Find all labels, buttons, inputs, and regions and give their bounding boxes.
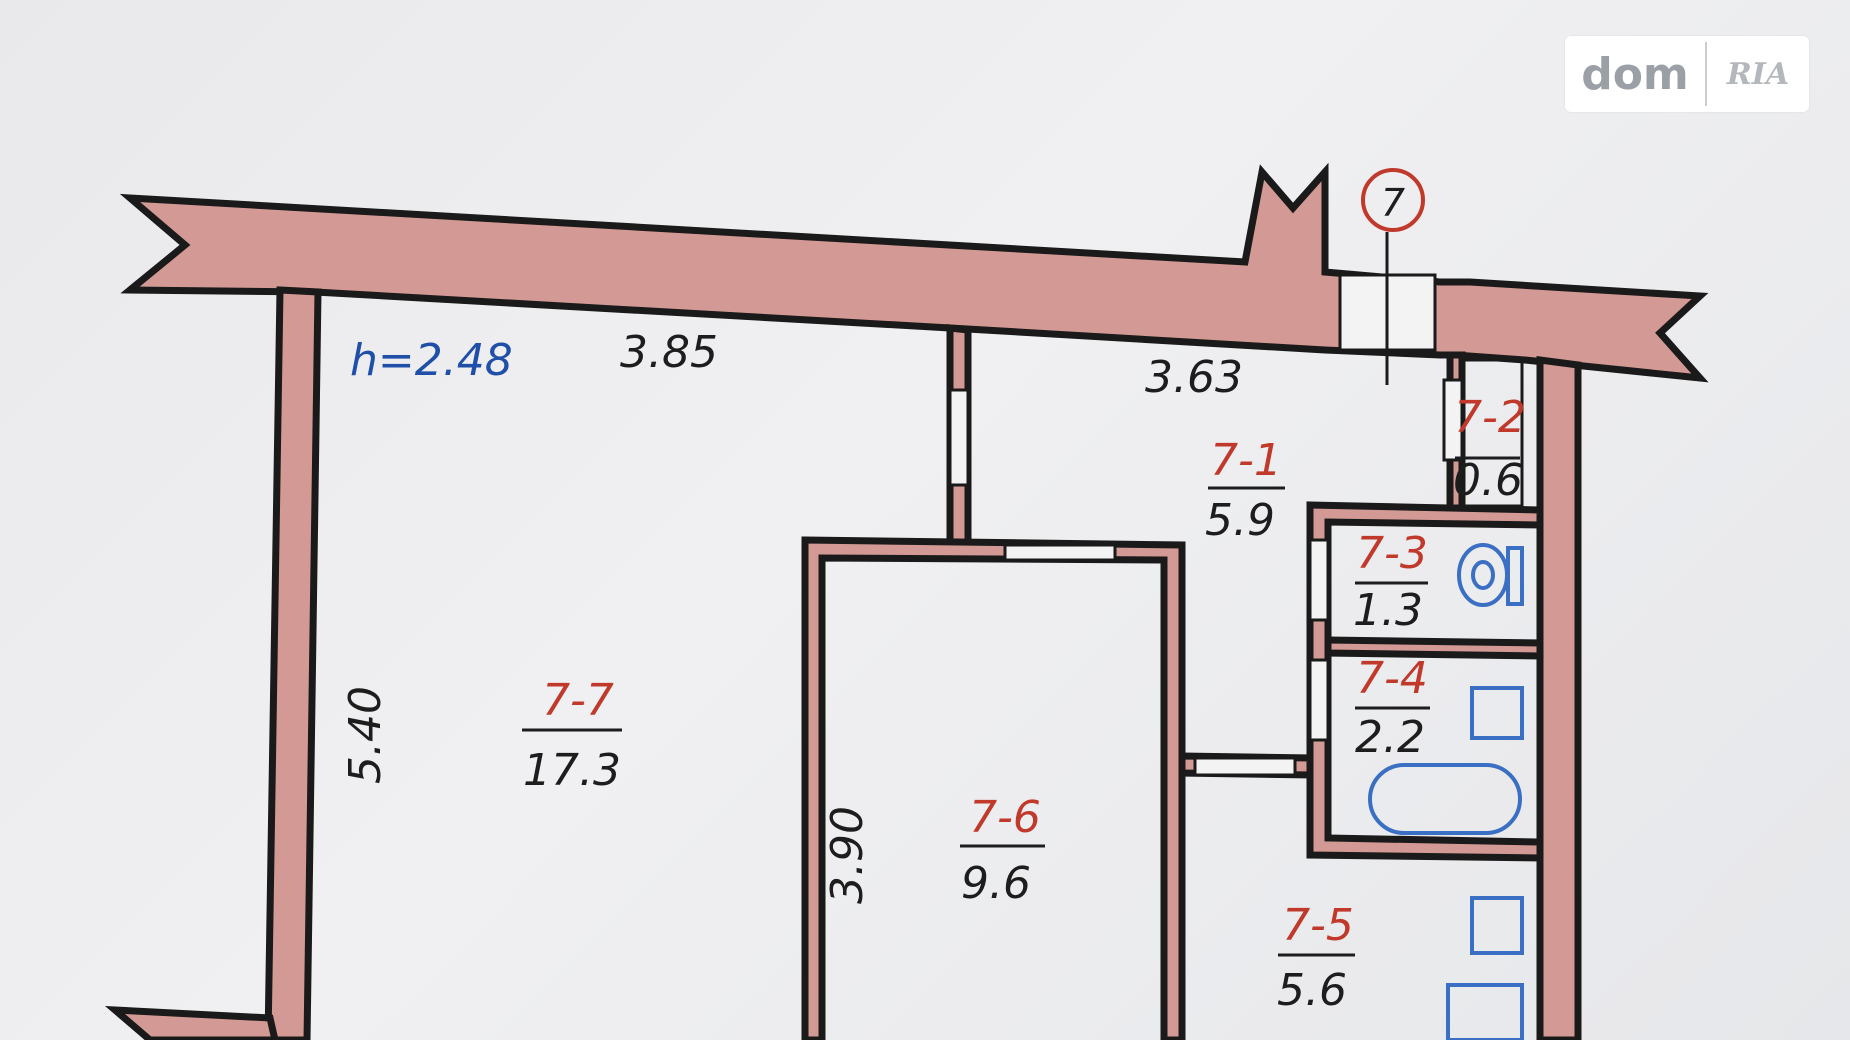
room-7-4-id: 7-4 — [1356, 653, 1428, 704]
outer-walls — [104, 162, 1709, 1040]
room-7-1-area: 5.9 — [1205, 495, 1275, 546]
room-7-5-id: 7-5 — [1282, 900, 1354, 951]
door-7-7-7-1 — [948, 388, 970, 487]
toilet-icon — [1457, 543, 1509, 607]
room-7-5-area: 5.6 — [1277, 965, 1347, 1016]
door-7-5 — [1193, 756, 1297, 777]
dimension-top-left: 3.85 — [620, 327, 718, 378]
watermark-separator — [1705, 42, 1707, 106]
walls-bath-block — [1306, 501, 1544, 862]
room-7-6-id: 7-6 — [969, 792, 1041, 843]
room-7-2-box — [1460, 358, 1524, 508]
fixtures — [1368, 543, 1524, 1040]
dom-ria-watermark: dom RIA — [1565, 36, 1809, 112]
door-7-1-7-4 — [1308, 658, 1330, 742]
unit-marker-circle — [1361, 168, 1425, 232]
left-wall — [264, 286, 322, 1040]
room-7-2-id: 7-2 — [1454, 392, 1526, 443]
fraction-lines — [522, 456, 1520, 957]
room-7-7-area: 17.3 — [523, 745, 621, 796]
bottom-left-wall-break — [104, 1005, 279, 1040]
door-7-1-7-6 — [1003, 543, 1117, 562]
walls-7-6 — [801, 536, 1186, 1040]
wall-7-3-7-4 — [1324, 636, 1544, 660]
bathtub-icon — [1368, 763, 1522, 835]
dimension-left: 5.40 — [340, 686, 391, 784]
ceiling-height-label: h=2.48 — [350, 335, 513, 386]
openings — [948, 232, 1464, 777]
sink-7-5-icon — [1470, 896, 1524, 955]
room-7-1-id: 7-1 — [1210, 435, 1282, 486]
dimension-inner: 3.90 — [822, 806, 873, 904]
dimension-top-right: 3.63 — [1145, 352, 1243, 403]
room-7-6-area: 9.6 — [961, 858, 1031, 909]
unit-marker: 7 — [1381, 181, 1405, 225]
watermark-brand: dom — [1581, 48, 1689, 100]
room-7-3-id: 7-3 — [1356, 528, 1428, 579]
stove-icon — [1446, 983, 1524, 1040]
right-wall — [1536, 356, 1582, 1040]
sink-icon — [1470, 686, 1524, 740]
door-7-1-7-3 — [1308, 538, 1330, 622]
room-7-4-area: 2.2 — [1355, 712, 1425, 763]
watermark-partner: RIA — [1726, 56, 1790, 92]
room-7-7-id: 7-7 — [542, 675, 614, 726]
top-wall — [119, 162, 1709, 383]
room-7-2-area: 0.6 — [1453, 455, 1523, 506]
room-7-3-area: 1.3 — [1353, 585, 1423, 636]
